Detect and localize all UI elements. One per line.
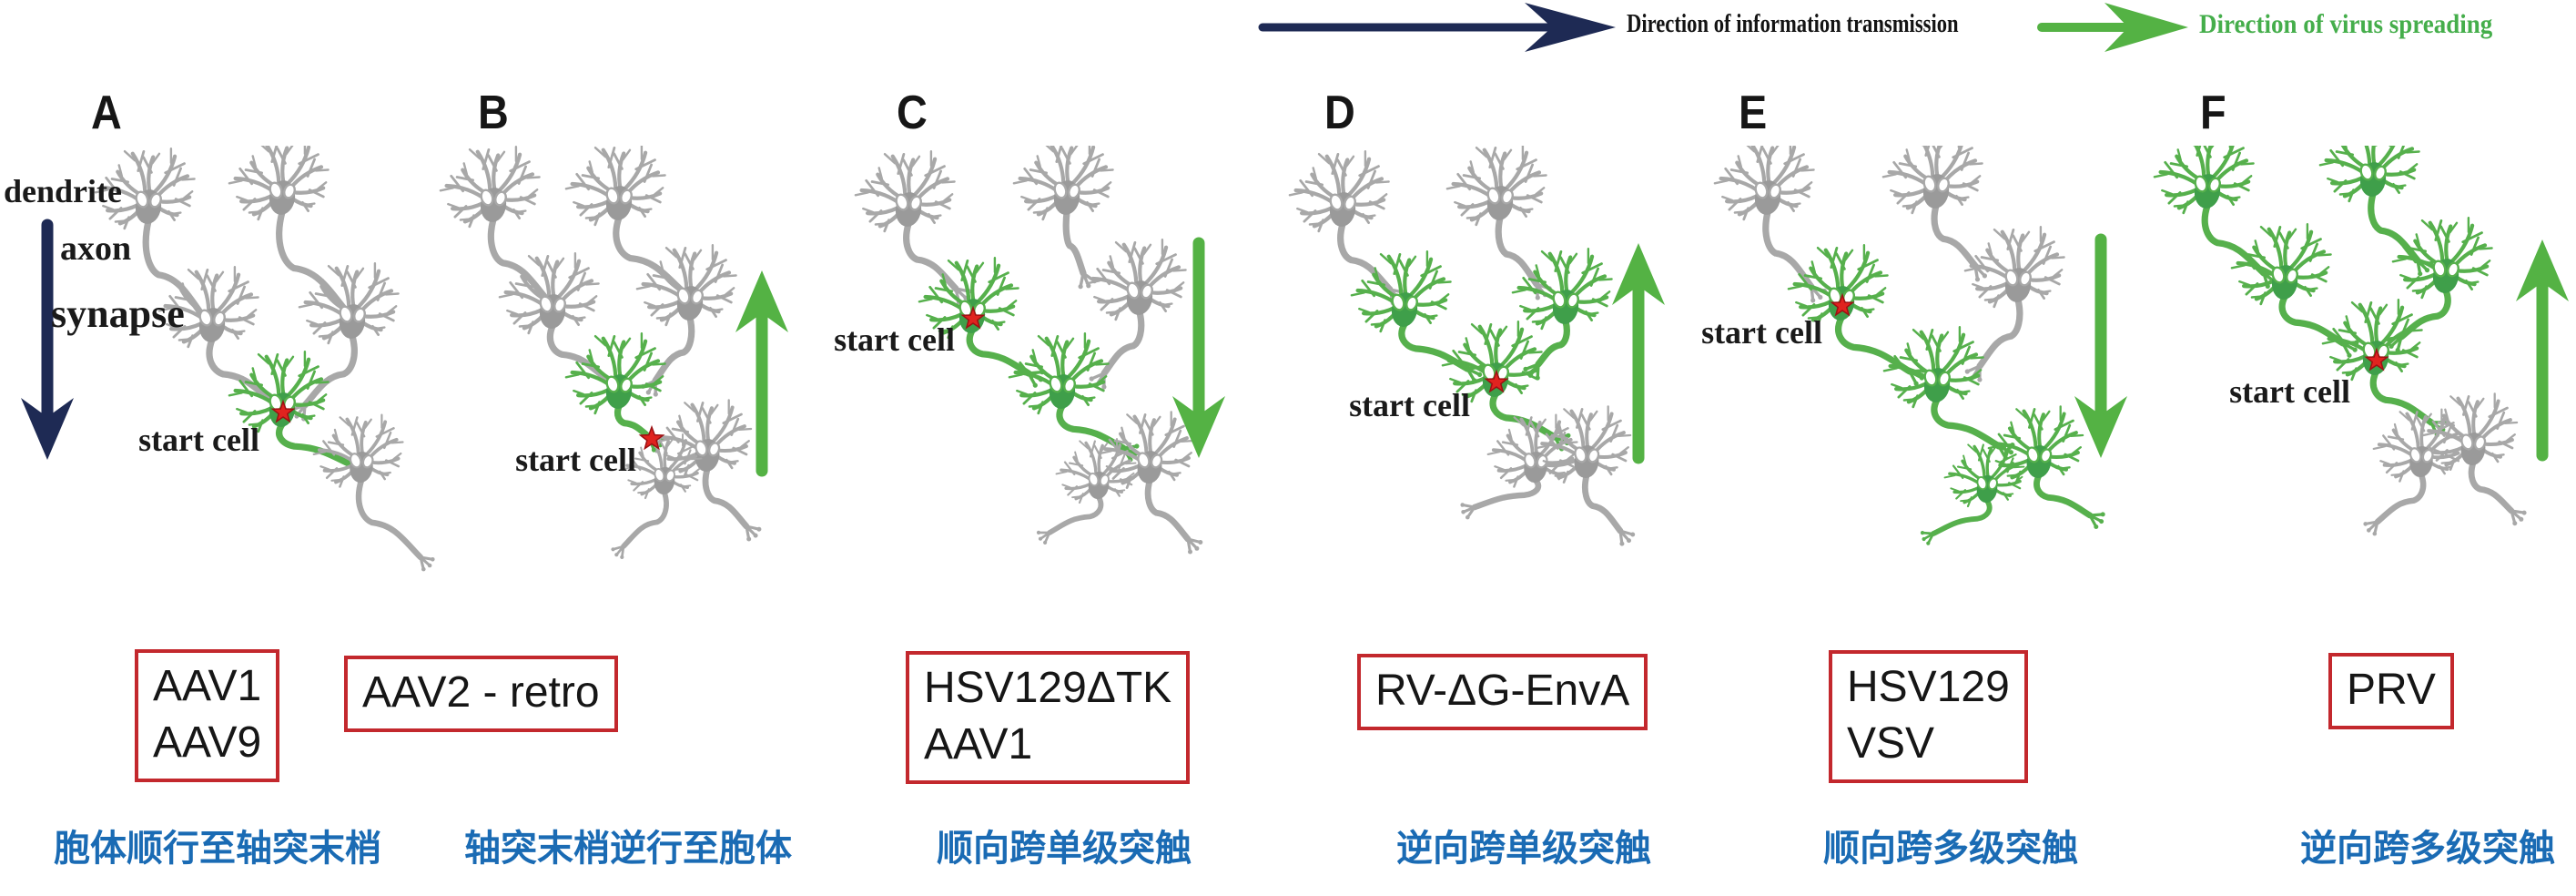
panel-F-network: [2153, 146, 2569, 536]
panel-F-letter: F: [2200, 87, 2226, 139]
caption-anterograde-polysynaptic: 顺向跨多级突触: [1823, 829, 2078, 869]
virus-box-AAV: AAV1 AAV9: [135, 649, 280, 782]
virus-name: AAV1: [153, 662, 262, 710]
virus-name: AAV1: [924, 720, 1033, 769]
start-cell-label: start cell: [138, 422, 259, 458]
caption-anterograde-monosynaptic: 顺向跨单级突触: [937, 829, 1192, 869]
virus-name: AAV2 - retro: [362, 668, 600, 717]
panel-C-network: [854, 146, 1225, 555]
panel-C-letter: C: [897, 87, 928, 139]
virus-box-HSV129VSV: HSV129 VSV: [1829, 650, 2028, 783]
start-cell-label: start cell: [515, 442, 636, 478]
panel-D-letter: D: [1324, 87, 1355, 139]
dendrite-label: dendrite: [4, 172, 122, 209]
virus-box-PRV: PRV: [2328, 653, 2454, 729]
panel-A-network: [21, 146, 435, 572]
panel-E-letter: E: [1739, 87, 1768, 139]
panel-C: C start cell: [819, 82, 1256, 647]
virus-name: RV-ΔG-EnvA: [1375, 667, 1630, 715]
virus-name: VSV: [1847, 719, 1935, 768]
panel-E: E start cell: [1701, 82, 2148, 647]
virus-box-HSV129dTK: HSV129ΔTK AAV1: [906, 651, 1191, 784]
panel-B-network: [439, 146, 788, 559]
virus-name: HSV129: [1847, 663, 2010, 711]
start-cell-label: start cell: [1701, 314, 1822, 351]
virus-name: AAV9: [153, 718, 262, 767]
panel-B-letter: B: [478, 87, 509, 139]
panel-E-network: [1713, 146, 2127, 545]
legend-information-label: Direction of information transmission: [1627, 9, 1959, 38]
virus-box-RVdGEnvA: RV-ΔG-EnvA: [1357, 654, 1648, 730]
start-cell-label: start cell: [834, 321, 955, 358]
caption-retrograde-polysynaptic: 逆向跨多级突触: [2300, 829, 2555, 869]
virus-box-AAV2retro: AAV2 - retro: [344, 656, 618, 732]
legend-virus-label: Direction of virus spreading: [2199, 9, 2493, 39]
start-cell-label: start cell: [2229, 373, 2350, 410]
panel-D-network: [1288, 146, 1665, 546]
virus-name: PRV: [2347, 666, 2436, 714]
panel-D: D start cell: [1274, 82, 1711, 647]
panel-F: F start cell: [2139, 82, 2576, 647]
legend-arrows: [1258, 3, 2188, 52]
caption-anterograde-to-terminal: 胞体顺行至轴突末梢: [54, 829, 381, 869]
virus-name: HSV129ΔTK: [924, 664, 1172, 712]
start-cell-label: start cell: [1349, 387, 1470, 423]
synapse-label: synapse: [51, 290, 185, 336]
panel-A-letter: A: [91, 87, 122, 139]
panel-B: B start cell: [437, 82, 874, 647]
caption-retrograde-monosynaptic: 逆向跨单级突触: [1396, 829, 1651, 869]
panel-A: A dendrite axon synapse start cell: [0, 82, 437, 647]
axon-label: axon: [60, 229, 132, 269]
caption-retrograde-to-soma: 轴突末梢逆行至胞体: [464, 829, 792, 869]
